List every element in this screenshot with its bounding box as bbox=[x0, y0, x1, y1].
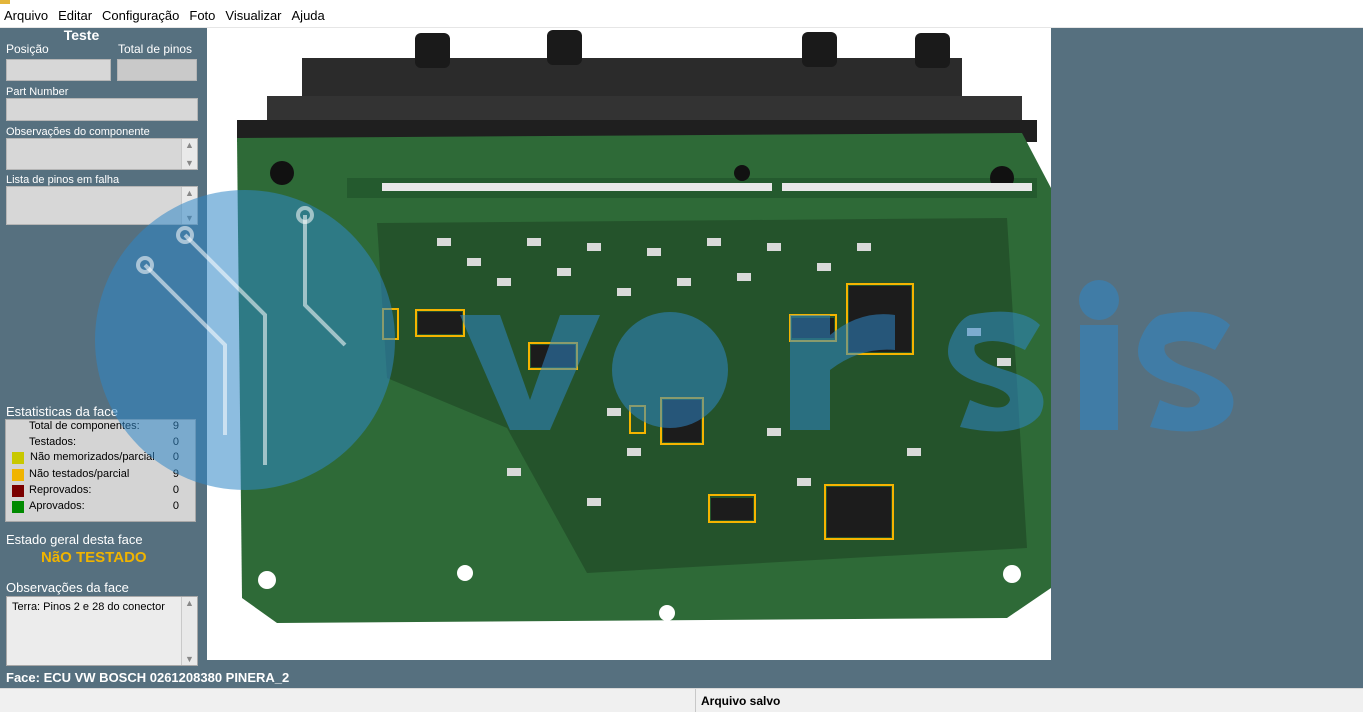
scroll-up-icon[interactable]: ▲ bbox=[185, 140, 194, 150]
stat-row-not-tested: Não testados/parcial 9 bbox=[6, 468, 195, 482]
color-swatch-icon bbox=[12, 501, 24, 513]
face-notes-label: Observações da face bbox=[6, 580, 129, 595]
scroll-up-icon[interactable]: ▲ bbox=[185, 598, 194, 608]
color-swatch-icon bbox=[12, 485, 24, 497]
face-title-bar: Face: ECU VW BOSCH 0261208380 PINERA_2 bbox=[0, 668, 1363, 687]
scroll-down-icon[interactable]: ▼ bbox=[185, 158, 194, 168]
total-pins-field[interactable] bbox=[117, 59, 197, 81]
stat-row-approved: Aprovados: 0 bbox=[6, 500, 195, 514]
failed-pins-scrollbar[interactable]: ▲ ▼ bbox=[181, 187, 197, 224]
overall-status-text: NãO TESTADO bbox=[41, 549, 147, 566]
face-notes-field[interactable]: Terra: Pinos 2 e 28 do conector ▲ ▼ bbox=[6, 596, 198, 666]
stats-title: Estatisticas da face bbox=[6, 404, 118, 419]
menu-configuracao[interactable]: Configuração bbox=[102, 8, 180, 23]
stat-value: 0 bbox=[172, 436, 179, 448]
face-notes-text: Terra: Pinos 2 e 28 do conector bbox=[12, 601, 165, 613]
title-bar bbox=[0, 0, 1363, 5]
test-panel: Teste Posição Total de pinos Part Number… bbox=[0, 27, 204, 667]
failed-pins-label: Lista de pinos em falha bbox=[6, 174, 120, 186]
part-number-field[interactable] bbox=[6, 98, 198, 121]
menu-bar: Arquivo Editar Configuração Foto Visualizar A… bbox=[0, 5, 1363, 28]
component-notes-scrollbar[interactable]: ▲ ▼ bbox=[181, 139, 197, 169]
color-swatch-icon bbox=[12, 452, 24, 464]
part-number-label: Part Number bbox=[6, 86, 69, 98]
stat-value: 9 bbox=[172, 420, 179, 432]
stat-value: 0 bbox=[172, 500, 179, 512]
scroll-down-icon[interactable]: ▼ bbox=[185, 654, 194, 664]
panel-title: Teste bbox=[63, 27, 100, 43]
menu-visualizar[interactable]: Visualizar bbox=[225, 8, 282, 23]
stat-row-failed: Reprovados: 0 bbox=[6, 484, 195, 498]
stat-label: Não memorizados/parcial bbox=[30, 451, 155, 463]
menu-ajuda[interactable]: Ajuda bbox=[291, 8, 325, 23]
status-bar: Arquivo salvo bbox=[0, 688, 1363, 712]
stat-row-not-memorized: Não memorizados/parcial 0 bbox=[6, 451, 195, 465]
face-stats-box: Total de componentes: 9 Testados: 0 Não … bbox=[5, 419, 196, 522]
stat-label: Não testados/parcial bbox=[29, 468, 130, 480]
right-background bbox=[1051, 28, 1363, 660]
status-message: Arquivo salvo bbox=[701, 694, 781, 708]
position-field[interactable] bbox=[6, 59, 111, 81]
pcb-photo[interactable] bbox=[207, 28, 1051, 660]
component-notes-field[interactable]: ▲ ▼ bbox=[6, 138, 198, 170]
position-label: Posição bbox=[6, 42, 49, 56]
stat-label: Aprovados: bbox=[29, 500, 85, 512]
stat-row-tested: Testados: 0 bbox=[6, 436, 195, 450]
menu-arquivo[interactable]: Arquivo bbox=[4, 8, 49, 23]
stat-value: 0 bbox=[172, 451, 179, 463]
app-icon bbox=[0, 0, 10, 4]
scroll-up-icon[interactable]: ▲ bbox=[185, 188, 194, 198]
total-pins-label: Total de pinos bbox=[118, 42, 193, 56]
menu-editar[interactable]: Editar bbox=[58, 8, 93, 23]
scroll-down-icon[interactable]: ▼ bbox=[185, 213, 194, 223]
face-notes-scrollbar[interactable]: ▲ ▼ bbox=[181, 597, 197, 665]
stat-row-total: Total de componentes: 9 bbox=[6, 420, 195, 434]
color-swatch-icon bbox=[12, 469, 24, 481]
face-title: Face: ECU VW BOSCH 0261208380 PINERA_2 bbox=[6, 670, 290, 685]
overall-state-label: Estado geral desta face bbox=[6, 532, 143, 547]
stat-label: Testados: bbox=[29, 436, 77, 448]
failed-pins-field[interactable]: ▲ ▼ bbox=[6, 186, 198, 225]
stat-value: 9 bbox=[172, 468, 179, 480]
stat-label: Total de componentes: bbox=[29, 420, 140, 432]
component-notes-label: Observações do componente bbox=[6, 126, 150, 138]
stat-label: Reprovados: bbox=[29, 484, 92, 496]
menu-foto[interactable]: Foto bbox=[189, 8, 216, 23]
stat-value: 0 bbox=[172, 484, 179, 496]
status-separator bbox=[695, 689, 696, 712]
